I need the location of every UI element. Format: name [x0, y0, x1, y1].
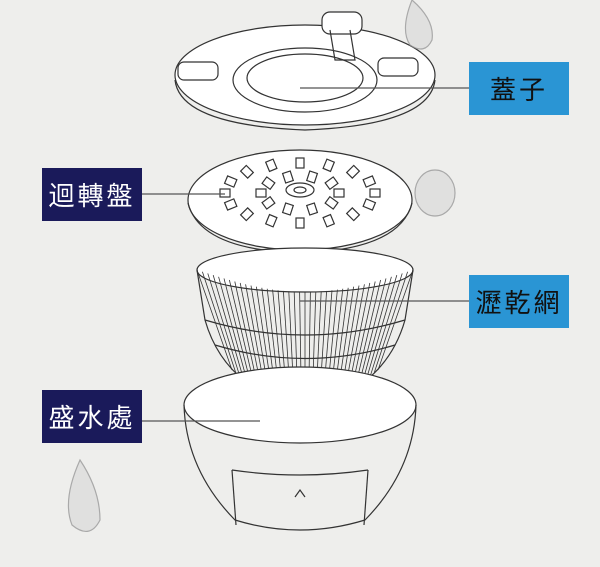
- plate-slot: [322, 213, 336, 228]
- basket-rib: [373, 271, 408, 373]
- basket-rib: [207, 273, 240, 375]
- basket-rib: [234, 281, 258, 386]
- lid-label: 蓋子: [469, 62, 569, 115]
- plate-slot: [333, 188, 345, 198]
- plate-slot: [261, 176, 276, 191]
- plate-slot: [369, 188, 381, 198]
- plate-slot: [295, 217, 305, 229]
- basket-rib: [370, 273, 403, 375]
- basket-rib: [223, 278, 251, 382]
- plate-slot: [324, 176, 339, 191]
- plate-slot: [223, 175, 238, 188]
- plate-slot: [362, 175, 377, 188]
- basket-rib: [366, 275, 398, 378]
- basket-rib: [212, 275, 244, 378]
- basket-rib: [352, 281, 376, 386]
- plate-slot: [295, 157, 305, 169]
- plate-slot: [264, 158, 278, 173]
- plate-slot: [305, 202, 319, 216]
- basket-rib: [355, 279, 381, 384]
- plate-slot: [239, 207, 255, 222]
- water-bowl-drawing: [183, 366, 417, 531]
- plate-slot: [261, 195, 276, 210]
- basket-rib: [202, 271, 237, 373]
- plate-slot: [324, 195, 339, 210]
- plate-slot: [281, 170, 295, 184]
- water-drop-decorations: [67, 0, 456, 532]
- basket-rib: [348, 282, 371, 388]
- leader-lines: [142, 87, 469, 422]
- plate-slot: [239, 164, 255, 179]
- plate-slot: [362, 198, 377, 211]
- plate-slot: [255, 188, 267, 198]
- plate-slot: [322, 158, 336, 173]
- basket-rib: [196, 269, 233, 371]
- plate-slot: [345, 164, 361, 179]
- spin-plate-label: 迴轉盤: [42, 168, 142, 221]
- lid-drawing: [174, 11, 436, 131]
- plate-slot: [305, 170, 319, 184]
- drain-basket-label: 瀝乾網: [469, 275, 569, 328]
- plate-slot: [281, 202, 295, 216]
- basket-rib: [218, 276, 247, 380]
- basket-rib: [363, 276, 392, 380]
- drain-basket-drawing: [196, 247, 414, 409]
- plate-slot: [264, 213, 278, 228]
- basket-rib: [229, 279, 255, 384]
- water-bowl-label: 盛水處: [42, 390, 142, 443]
- plate-slot: [223, 198, 238, 211]
- plate-slot: [219, 188, 231, 198]
- plate-slot: [345, 207, 361, 222]
- spin-plate-drawing: [187, 149, 413, 254]
- basket-rib: [377, 269, 414, 371]
- basket-rib: [359, 278, 387, 382]
